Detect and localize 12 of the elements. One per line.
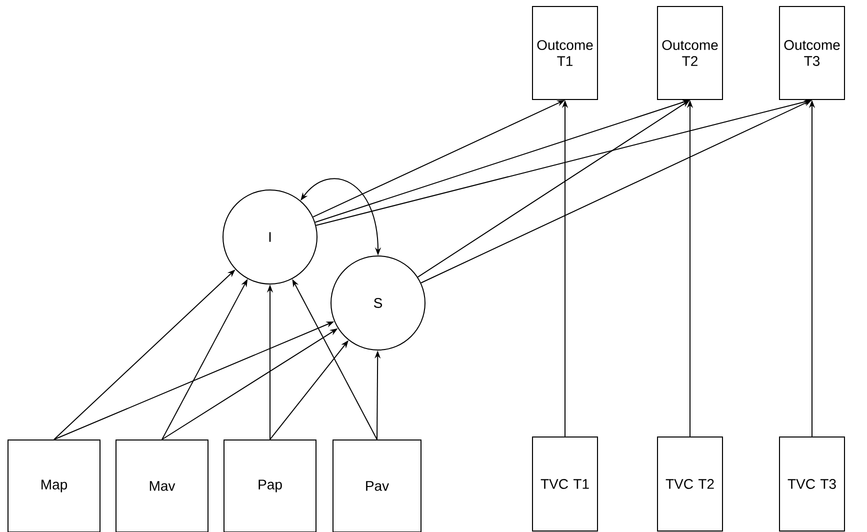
process-box: TVC T3	[779, 436, 845, 532]
process-box: TVC T1	[532, 436, 598, 532]
process-box: Pap	[224, 439, 316, 532]
process-box: Mav	[116, 439, 208, 532]
process-box: Outcome T1	[532, 6, 598, 100]
circle-node: S	[330, 256, 426, 350]
process-box: Pav	[332, 439, 422, 532]
process-box: Outcome T2	[657, 6, 723, 100]
process-box: TVC T2	[657, 436, 723, 532]
process-box: Outcome T3	[779, 6, 845, 100]
circle-node: I	[222, 190, 318, 284]
process-box: Map	[8, 439, 100, 532]
